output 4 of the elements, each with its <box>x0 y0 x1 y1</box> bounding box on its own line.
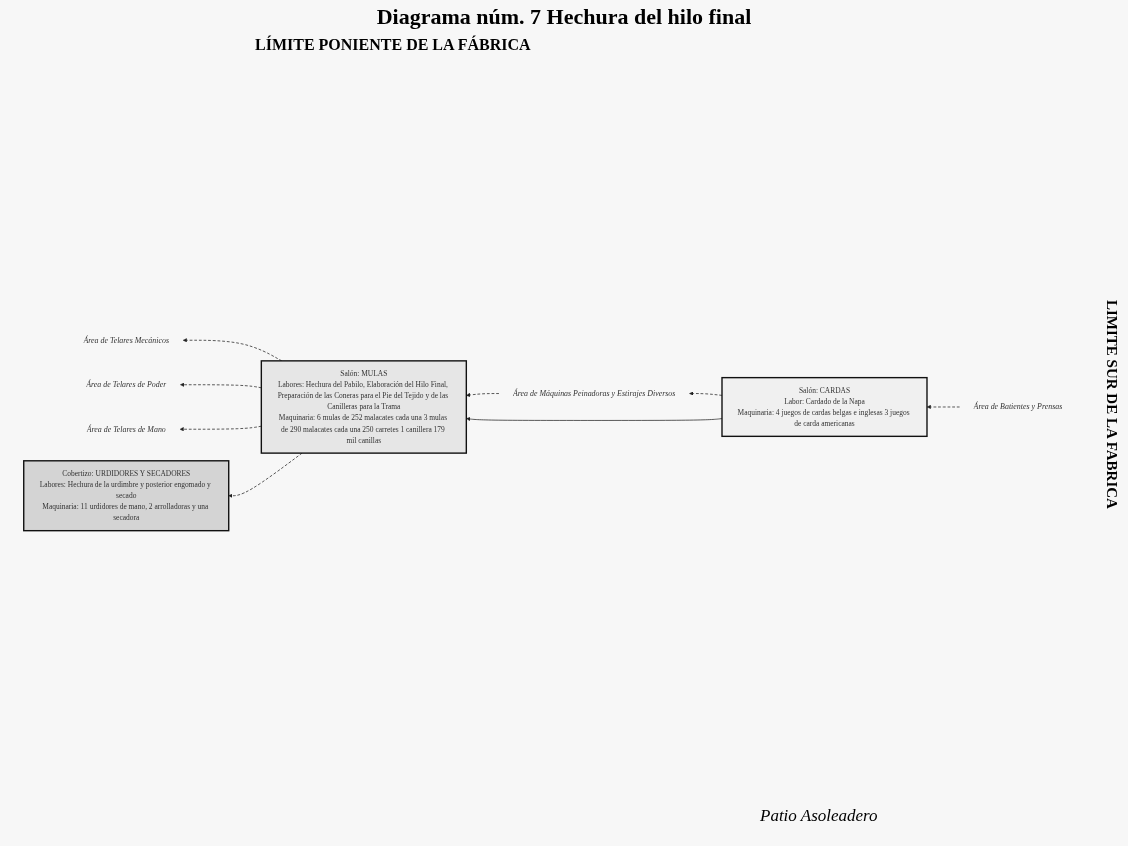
boundary-label: LÍMITE PONIENTE DE LA FÁBRICA <box>255 36 531 54</box>
boundary-label: LIMITE SUR DE LA FABRICA <box>1103 300 1120 509</box>
area-label: Patio Asoleadero <box>760 806 878 826</box>
diagram-title: Diagrama núm. 7 Hechura del hilo final <box>375 4 753 30</box>
